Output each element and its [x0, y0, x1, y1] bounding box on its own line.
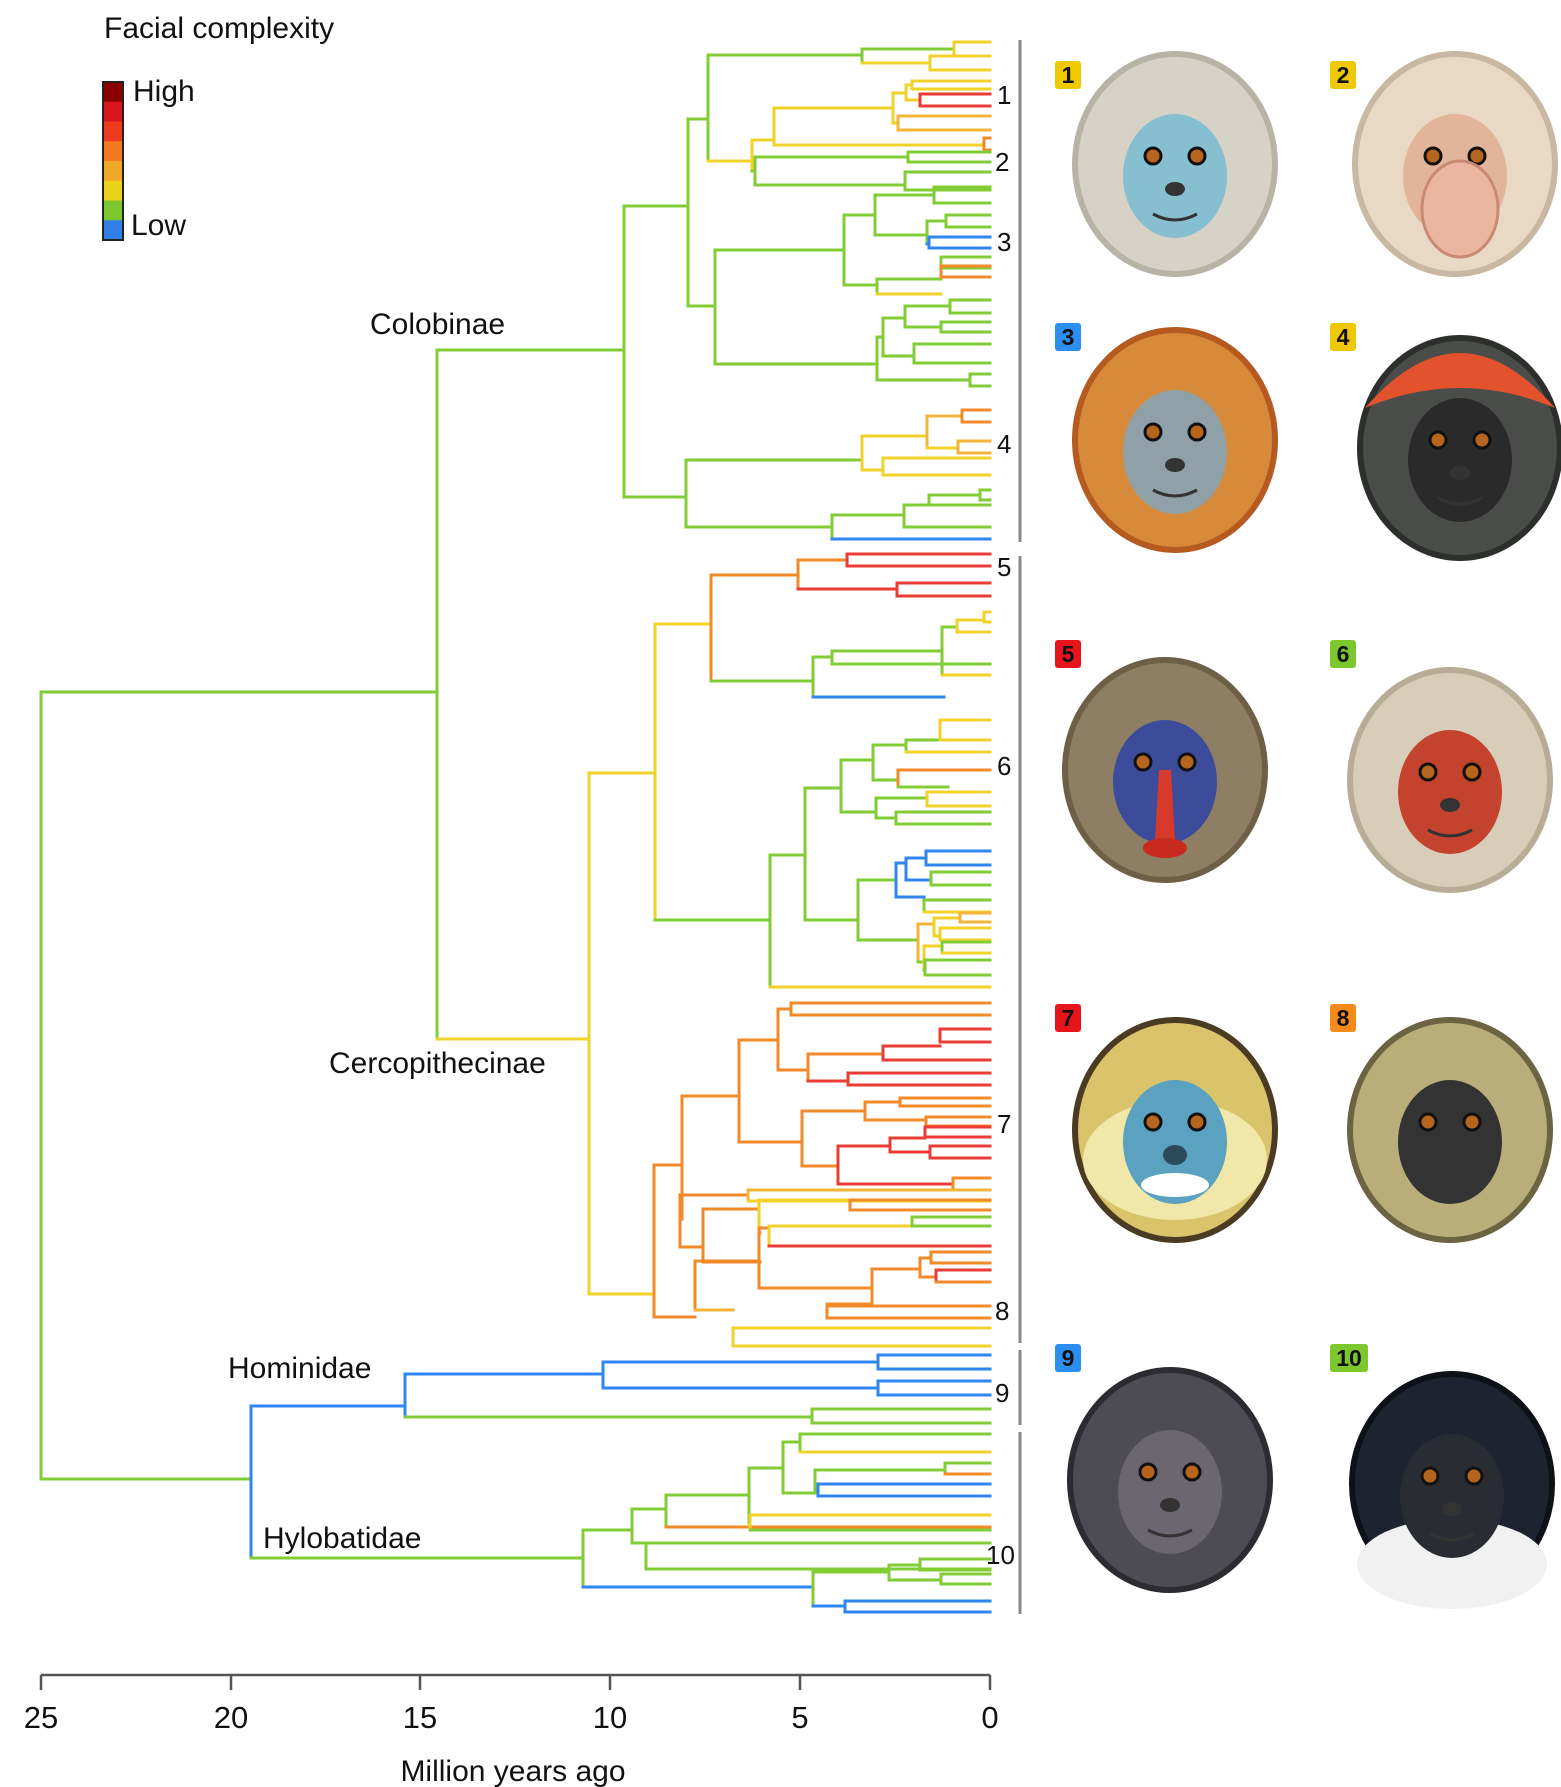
legend-low-label: Low	[131, 209, 186, 242]
group-number-4: 4	[997, 429, 1011, 459]
badge-number: 10	[1336, 1345, 1362, 1371]
group-number-5: 5	[997, 552, 1011, 582]
chimpanzee-face	[1070, 1370, 1270, 1590]
macaque-face	[1350, 670, 1550, 890]
legend-swatch	[103, 201, 123, 221]
tick-label-10: 10	[593, 1700, 627, 1735]
moustached-guenon-face	[1075, 1020, 1275, 1240]
red-colobus-face	[1360, 338, 1560, 558]
legend-swatch	[103, 102, 123, 122]
group-number-7: 7	[997, 1109, 1011, 1139]
axis-ticks	[41, 1675, 990, 1690]
tick-label-0: 0	[981, 1700, 998, 1735]
badge-number: 4	[1337, 324, 1350, 350]
guenon-face	[1350, 1020, 1550, 1240]
clade-label-cercopithecinae: Cercopithecinae	[329, 1047, 546, 1080]
legend-swatch	[103, 181, 123, 201]
face-illustrations: 1 2 3 4 5 6 7 8 9 10	[1055, 54, 1560, 1609]
legend-color-bar	[103, 82, 123, 241]
gibbon-face	[1352, 1374, 1552, 1609]
group-number-2: 2	[995, 147, 1009, 177]
snub-nosed-monkey-face	[1075, 54, 1275, 274]
group-number-1: 1	[997, 80, 1011, 110]
legend-title: Facial complexity	[104, 12, 334, 45]
group-number-3: 3	[997, 227, 1011, 257]
clade-label-hominidae: Hominidae	[228, 1352, 371, 1385]
legend-high-label: High	[133, 75, 195, 108]
legend-swatch	[103, 141, 123, 161]
tick-label-25: 25	[24, 1700, 58, 1735]
legend-swatch	[103, 220, 123, 240]
mandrill-face	[1065, 660, 1265, 880]
legend-swatch	[103, 161, 123, 181]
langur-face	[1075, 330, 1275, 550]
group-number-9: 9	[995, 1378, 1009, 1408]
group-number-8: 8	[995, 1296, 1009, 1326]
tick-label-20: 20	[214, 1700, 248, 1735]
badge-number: 1	[1062, 62, 1075, 88]
clade-label-colobinae: Colobinae	[370, 308, 505, 341]
time-axis: 25 20 15 10 5 0 Million years ago	[24, 1675, 999, 1787]
group-number-10: 10	[986, 1540, 1015, 1570]
axis-title: Million years ago	[400, 1755, 625, 1787]
legend-swatch	[103, 122, 123, 142]
tick-label-5: 5	[791, 1700, 808, 1735]
legend: Facial complexity High Low	[103, 12, 334, 242]
badge-number: 5	[1062, 641, 1075, 667]
clade-label-hylobatidae: Hylobatidae	[263, 1522, 421, 1555]
badge-number: 8	[1337, 1005, 1350, 1031]
tick-label-15: 15	[403, 1700, 437, 1735]
badge-number: 2	[1337, 62, 1350, 88]
badge-number: 3	[1062, 324, 1075, 350]
proboscis-monkey-face	[1355, 54, 1555, 274]
badge-number: 6	[1337, 641, 1350, 667]
legend-swatch	[103, 82, 123, 102]
badge-number: 9	[1062, 1345, 1075, 1371]
phylogenetic-tree	[41, 42, 990, 1612]
badge-number: 7	[1062, 1005, 1075, 1031]
group-number-6: 6	[997, 751, 1011, 781]
